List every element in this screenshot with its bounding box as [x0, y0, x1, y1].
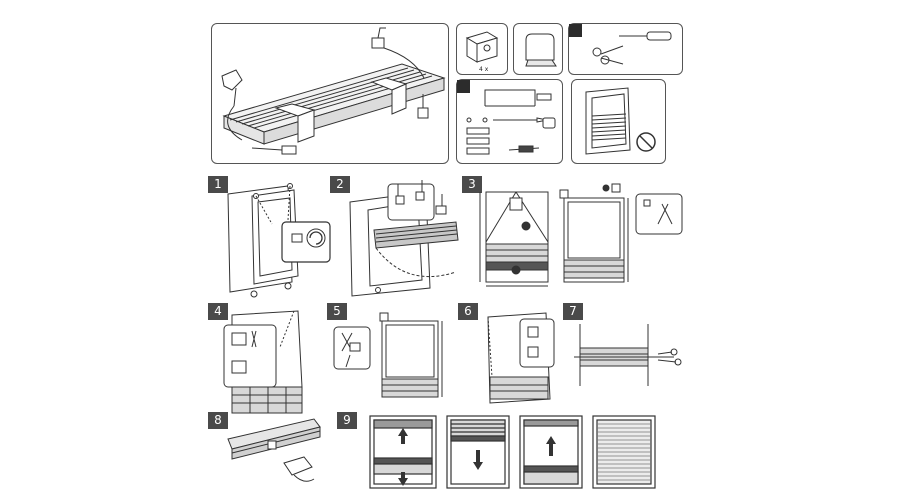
- no-drill-icon: [636, 132, 656, 152]
- step-1-illustration: [227, 183, 331, 298]
- tools-panel-b: [456, 79, 563, 164]
- step-badge-2: 2: [330, 176, 350, 193]
- step-badge-8: 8: [208, 412, 228, 429]
- wrench-icon: [569, 24, 582, 37]
- step-4-illustration: [223, 310, 303, 414]
- saw-tools-illustration: [466, 89, 556, 155]
- bracket-icon: [465, 31, 499, 63]
- package-contents-panel: [211, 23, 449, 164]
- arrow-up-icon: [546, 436, 556, 456]
- step-badge-6: 6: [458, 303, 478, 320]
- step-badge-5: 5: [327, 303, 347, 320]
- wrench-saw-icon: [457, 80, 470, 93]
- step-badge-4: 4: [208, 303, 228, 320]
- window-preview-illustration: [585, 87, 656, 155]
- step-9-panel-1: [369, 415, 437, 489]
- screwdriver-scissors-illustration: ✎: [572, 27, 672, 65]
- step-9-panel-4: [592, 415, 656, 489]
- tools-panel-a: ✎: [568, 23, 683, 75]
- clip-icon: [525, 33, 557, 67]
- clip-part-panel: [513, 23, 563, 75]
- magnify-detail: [281, 221, 331, 263]
- arrow-down-icon: [398, 472, 408, 486]
- arrow-up-icon: [398, 428, 408, 444]
- step-3-illustration: [479, 183, 683, 287]
- step-9-panel-3: [519, 415, 583, 489]
- window-type-panel: [571, 79, 666, 164]
- step-5-illustration: [333, 312, 443, 398]
- bracket-quantity: 4 x: [479, 66, 489, 73]
- step-8-illustration: [227, 418, 321, 482]
- step-6-illustration: [487, 312, 555, 404]
- step-badge-1: 1: [208, 176, 228, 193]
- step-badge-3: 3: [462, 176, 482, 193]
- packed-blind-illustration: [221, 27, 446, 155]
- step-7-illustration: [574, 324, 682, 386]
- bracket-part-panel: 4 x: [456, 23, 508, 75]
- arrow-down-icon: [473, 450, 483, 470]
- step-2-illustration: [349, 180, 459, 297]
- step-9-panel-2: [446, 415, 510, 489]
- step-badge-9: 9: [337, 412, 357, 429]
- step-badge-7: 7: [563, 303, 583, 320]
